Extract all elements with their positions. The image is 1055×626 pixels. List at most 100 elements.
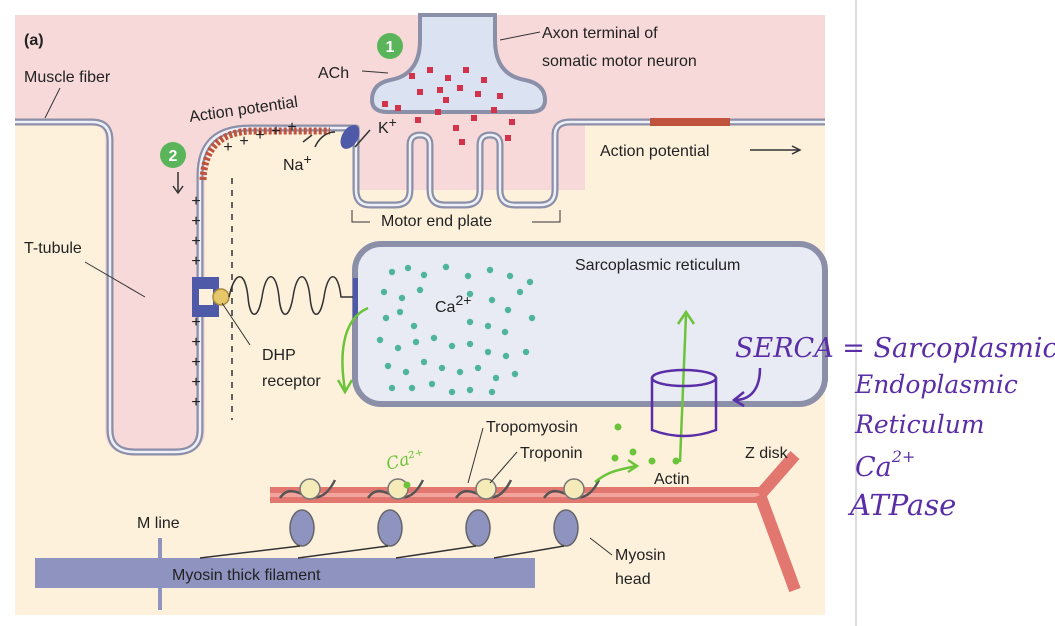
t-tubule-charges: ++++++++++++++ [191, 119, 296, 411]
calcium-ion [420, 271, 428, 279]
sarcolemma-inner [15, 120, 825, 454]
action-potential-right-label: Action potential [600, 143, 709, 160]
actin-label: Actin [654, 471, 690, 488]
calcium-ion [412, 338, 420, 346]
green-ca-dot-5 [672, 457, 680, 465]
calcium-ion [466, 340, 474, 348]
na-arrow [302, 131, 336, 148]
ach-molecule [415, 117, 421, 123]
axon-leader [499, 31, 541, 41]
action-potential-down-arrow [172, 172, 184, 195]
ach-molecule [443, 97, 449, 103]
ach-molecule [437, 87, 443, 93]
plus-charge: + [191, 253, 200, 270]
myosin-head-label-2: head [615, 571, 651, 588]
myosin-neck [199, 545, 301, 559]
ach-molecule [459, 139, 465, 145]
calcium-ion [396, 308, 404, 316]
myosin-neck [395, 545, 477, 559]
k-arrow [354, 129, 371, 148]
calcium-ion [404, 264, 412, 272]
serca-annotation-line-3: Reticulum [854, 410, 985, 439]
ach-molecule [427, 67, 433, 73]
step-1-number: 1 [386, 39, 395, 56]
ach-molecules [382, 67, 515, 145]
myosin-thick-filament [35, 558, 535, 588]
green-ca-dot-6 [403, 481, 411, 489]
plus-charge: + [271, 123, 280, 140]
na-ion-label: Na+ [283, 151, 312, 174]
calcium-ion [526, 278, 534, 286]
plus-charge: + [191, 193, 200, 210]
calcium-ion [416, 286, 424, 294]
z-disk [754, 451, 801, 593]
ach-molecule [475, 91, 481, 97]
serca-annotation-line-2: Endoplasmic [854, 370, 1018, 399]
plus-charge: + [191, 374, 200, 391]
muscle-fiber-leader [44, 87, 61, 119]
step-1-badge [377, 33, 403, 59]
ach-leader [361, 70, 389, 74]
green-ca-dot-1 [614, 423, 622, 431]
green-uptake-arrow [676, 309, 696, 463]
calcium-ion [501, 328, 509, 336]
calcium-ion [398, 294, 406, 302]
myosin-head [553, 509, 579, 547]
cross-bridge-units [199, 478, 601, 559]
dhp-label-2: receptor [262, 373, 321, 390]
calcium-ion [448, 342, 456, 350]
troponin-complex [563, 478, 585, 500]
ach-molecule [417, 89, 423, 95]
ach-molecule [395, 105, 401, 111]
calcium-ion [438, 364, 446, 372]
plus-charge: + [191, 314, 200, 331]
calcium-ion [456, 368, 464, 376]
myosin-neck [297, 545, 389, 559]
plus-charge: + [191, 213, 200, 230]
troponin-complex [299, 478, 321, 500]
dhp-leader [221, 302, 251, 346]
calcium-ion [528, 314, 536, 322]
sr-channel [353, 278, 358, 318]
serca-annotation-line-1: SERCA = Sarcoplasmic [735, 333, 1055, 364]
ach-molecule [409, 73, 415, 79]
end-plate-bracket [351, 210, 561, 223]
plus-charge: + [287, 119, 296, 136]
calcium-ion [488, 388, 496, 396]
calcium-ion [466, 318, 474, 326]
calcium-ion [466, 386, 474, 394]
troponin-label: Troponin [520, 445, 583, 462]
dhp-receptor-core [199, 289, 213, 305]
plus-charge: + [255, 127, 264, 144]
dhp-receptor-plus-circle [212, 288, 230, 306]
myosin-head-leader [589, 537, 613, 556]
calcium-ion [388, 268, 396, 276]
calcium-ion [388, 384, 396, 392]
serca-annotation-line-4: Ca2+ [855, 447, 915, 483]
dhp-label-1: DHP [262, 347, 296, 364]
calcium-ion [380, 288, 388, 296]
plus-charge: + [191, 354, 200, 371]
calcium-ion [408, 384, 416, 392]
axon-terminal-label-1: Axon terminal of [542, 25, 658, 42]
motor-end-plate-label: Motor end plate [381, 213, 492, 230]
step-2-number: 2 [169, 148, 178, 165]
ach-molecule [382, 101, 388, 107]
calcium-ion [410, 322, 418, 330]
troponin-complex [387, 478, 409, 500]
calcium-ion [442, 263, 450, 271]
z-disk-label: Z disk [745, 445, 789, 462]
myosin-neck [493, 545, 565, 559]
troponin-complex [475, 478, 497, 500]
green-ca-dot-3 [629, 448, 637, 456]
calcium-ion [488, 296, 496, 304]
calcium-ion [448, 388, 456, 396]
calcium-ion [516, 288, 524, 296]
calcium-ion [522, 348, 530, 356]
calcium-ion [382, 314, 390, 322]
ach-molecule [457, 85, 463, 91]
purple-pointer-arrow [731, 367, 762, 408]
tropomyosin-leader [467, 427, 484, 484]
ach-molecule [509, 119, 515, 125]
